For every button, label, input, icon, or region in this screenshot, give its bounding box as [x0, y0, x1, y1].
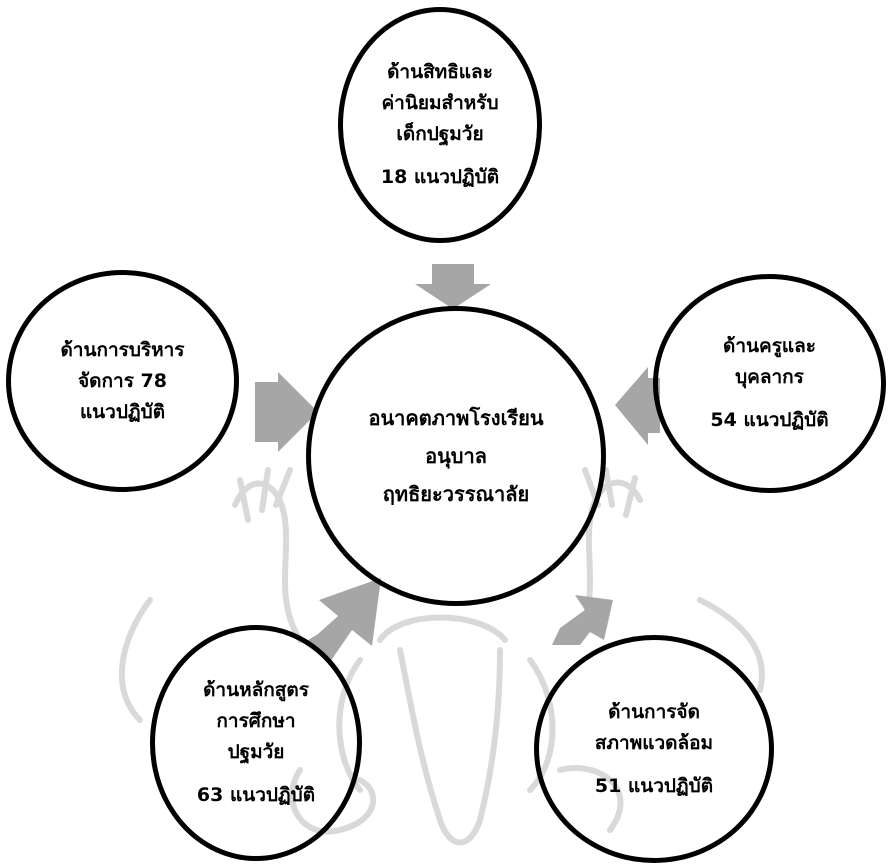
center-text-line: อนุบาล — [425, 444, 487, 468]
center-text-line: ฤทธิยะวรรณาลัย — [382, 482, 530, 506]
node-text-line: สภาพแวดล้อม — [594, 731, 714, 754]
node-count: 63 แนวปฏิบัติ — [196, 784, 316, 806]
node-count: 51 แนวปฏิบัติ — [594, 774, 714, 797]
node-teachers-staff: ด้านครูและ บุคลากร 54 แนวปฏิบัติ — [653, 274, 886, 493]
center-text-line: อนาคตภาพโรงเรียน — [368, 406, 544, 430]
node-curriculum: ด้านหลักสูตร การศึกษา ปฐมวัย 63 แนวปฏิบั… — [150, 625, 362, 861]
arrow-from-bottom-left — [305, 578, 381, 662]
node-administration: ด้านการบริหาร จัดการ 78 แนวปฏิบัติ — [6, 270, 239, 492]
node-text-line: ด้านการบริหาร — [60, 338, 185, 361]
node-count: 18 แนวปฏิบัติ — [380, 166, 500, 188]
node-center-school-future: อนาคตภาพโรงเรียน อนุบาล ฤทธิยะวรรณาลัย — [306, 306, 606, 606]
arrow-from-right — [615, 367, 660, 445]
arrow-from-top — [415, 264, 491, 309]
node-text-line: ด้านครูและ — [722, 335, 816, 357]
node-count: 54 แนวปฏิบัติ — [710, 409, 829, 431]
node-text-line: ด้านสิทธิและ — [387, 61, 493, 83]
node-text-line: ปฐมวัย — [227, 741, 285, 763]
node-environment: ด้านการจัด สภาพแวดล้อม 51 แนวปฏิบัติ — [534, 635, 774, 863]
node-text-line: ค่านิยมสำหรับ — [381, 92, 499, 114]
arrow-from-left — [255, 372, 318, 452]
node-text-line: เด็กปฐมวัย — [396, 123, 484, 145]
node-rights-values: ด้านสิทธิและ ค่านิยมสำหรับ เด็กปฐมวัย 18… — [338, 7, 542, 243]
node-text-line: บุคลากร — [735, 366, 804, 388]
node-text-line: การศึกษา — [216, 710, 296, 732]
node-text-line: แนวปฏิบัติ — [79, 400, 166, 423]
arrow-from-bottom-right — [552, 595, 613, 645]
node-text-line: จัดการ 78 — [78, 369, 167, 392]
node-text-line: ด้านการจัด — [608, 700, 700, 723]
node-text-line: ด้านหลักสูตร — [203, 679, 309, 701]
